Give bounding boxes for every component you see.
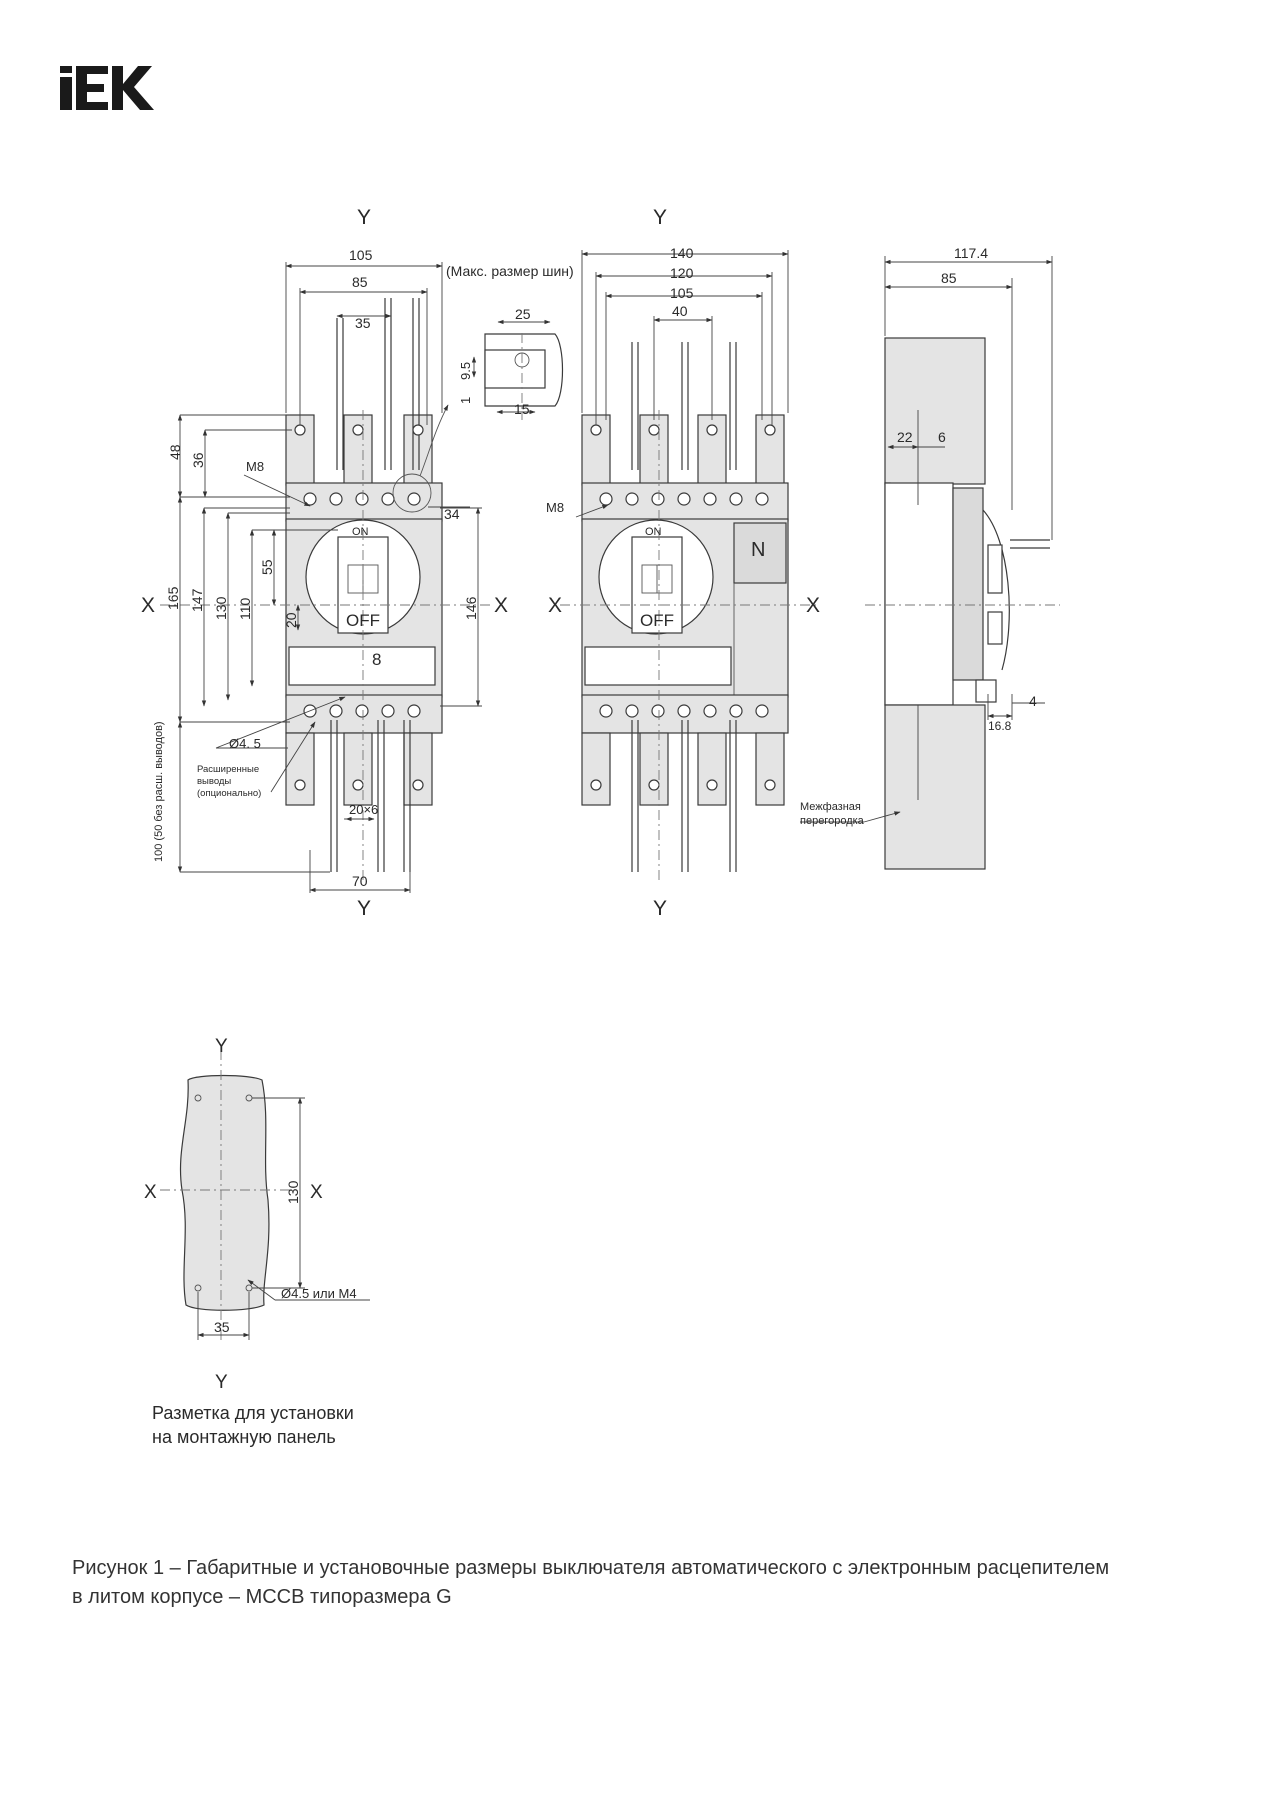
mount-hole-label: Ø4.5 или М4 — [281, 1286, 357, 1301]
label-on: ON — [352, 526, 369, 538]
side-view: 117.4 85 22 6 4 16.8 Межфазная перегород… — [800, 245, 1060, 870]
mount-dim-35: 35 — [214, 1319, 230, 1335]
busbar-dim-25: 25 — [515, 306, 531, 322]
dim-105: 105 — [349, 247, 373, 263]
dim-16-8: 16.8 — [988, 719, 1012, 733]
label-extended-1: Расширенные — [197, 764, 259, 775]
busbar-dim-9-5: 9.5 — [458, 362, 473, 380]
busbar-dim-15: 15 — [514, 401, 530, 417]
mount-axis-y-bottom: Y — [215, 1372, 228, 1393]
mount-caption-2: на монтажную панель — [152, 1427, 336, 1447]
front-view-4p: Y Y X X 140 120 105 40 M8 N ON OFF — [546, 206, 820, 920]
dim-140: 140 — [670, 245, 694, 261]
label-off: OFF — [346, 611, 380, 630]
label-on-4p: ON — [645, 526, 662, 538]
label-m8: M8 — [246, 459, 264, 474]
dim-70: 70 — [352, 873, 368, 889]
dim-85-side: 85 — [941, 270, 957, 286]
mount-axis-x-right: X — [310, 1182, 323, 1203]
axis-y-bottom-2: Y — [653, 897, 667, 920]
dim-110: 110 — [237, 597, 253, 620]
label-n: N — [751, 539, 765, 561]
label-off-4p: OFF — [640, 611, 674, 630]
axis-y-top-2: Y — [653, 206, 667, 229]
label-partition-2: перегородка — [800, 815, 865, 827]
busbar-note: (Макс. размер шин) — [446, 263, 574, 279]
dim-117-4: 117.4 — [954, 245, 988, 261]
label-setting: 8 — [372, 650, 381, 669]
axis-x-right-1: X — [494, 594, 508, 617]
dim-146: 146 — [463, 596, 479, 620]
dim-100: 100 (50 без расш. выводов) — [153, 721, 165, 862]
figure-caption-line-1: Рисунок 1 – Габаритные и установочные ра… — [72, 1557, 1110, 1579]
dim-165: 165 — [165, 586, 181, 610]
axis-y-top-1: Y — [357, 206, 371, 229]
dim-130: 130 — [213, 596, 229, 620]
dim-20x6: 20×6 — [349, 802, 378, 817]
front-view-3p: Y Y X X 105 85 35 48 36 165 147 130 110 … — [141, 206, 508, 920]
figure-caption-line-2: в литом корпусе – MCCB типоразмера G — [72, 1586, 452, 1608]
dim-20: 20 — [283, 612, 299, 628]
busbar-dim-1: 1 — [458, 397, 473, 404]
dim-105-4p: 105 — [670, 285, 694, 301]
dim-35: 35 — [355, 315, 371, 331]
dim-36: 36 — [190, 452, 206, 468]
busbar-detail: (Макс. размер шин) 25 9.5 1 15 — [446, 263, 574, 420]
axis-x-left-1: X — [141, 594, 155, 617]
dim-4: 4 — [1029, 693, 1037, 709]
dim-120: 120 — [670, 265, 694, 281]
dim-55: 55 — [259, 559, 275, 575]
axis-x-left-2: X — [548, 594, 562, 617]
dim-22: 22 — [897, 429, 913, 445]
axis-x-right-2: X — [806, 594, 820, 617]
dim-48: 48 — [167, 444, 183, 460]
mount-dim-130: 130 — [285, 1180, 301, 1204]
dim-40: 40 — [672, 303, 688, 319]
axis-y-bottom-1: Y — [357, 897, 371, 920]
mount-axis-x-left: X — [144, 1182, 157, 1203]
figure-caption: Рисунок 1 – Габаритные и установочные ра… — [72, 1554, 1192, 1612]
mount-caption-1: Разметка для установки — [152, 1403, 354, 1423]
mounting-layout: Y Y X X 130 35 Ø4.5 или М4 Разметка для … — [144, 1036, 370, 1447]
iek-logo — [60, 66, 154, 110]
dim-85: 85 — [352, 274, 368, 290]
dim-34: 34 — [444, 506, 460, 522]
dim-6: 6 — [938, 429, 946, 445]
label-m8-4p: M8 — [546, 500, 564, 515]
label-hole: Ø4. 5 — [229, 736, 261, 751]
dim-147: 147 — [189, 588, 205, 612]
mount-axis-y-top: Y — [215, 1036, 228, 1057]
label-extended-2: выводы — [197, 776, 231, 787]
label-extended-3: (опционально) — [197, 788, 261, 799]
label-partition-1: Межфазная — [800, 801, 861, 813]
